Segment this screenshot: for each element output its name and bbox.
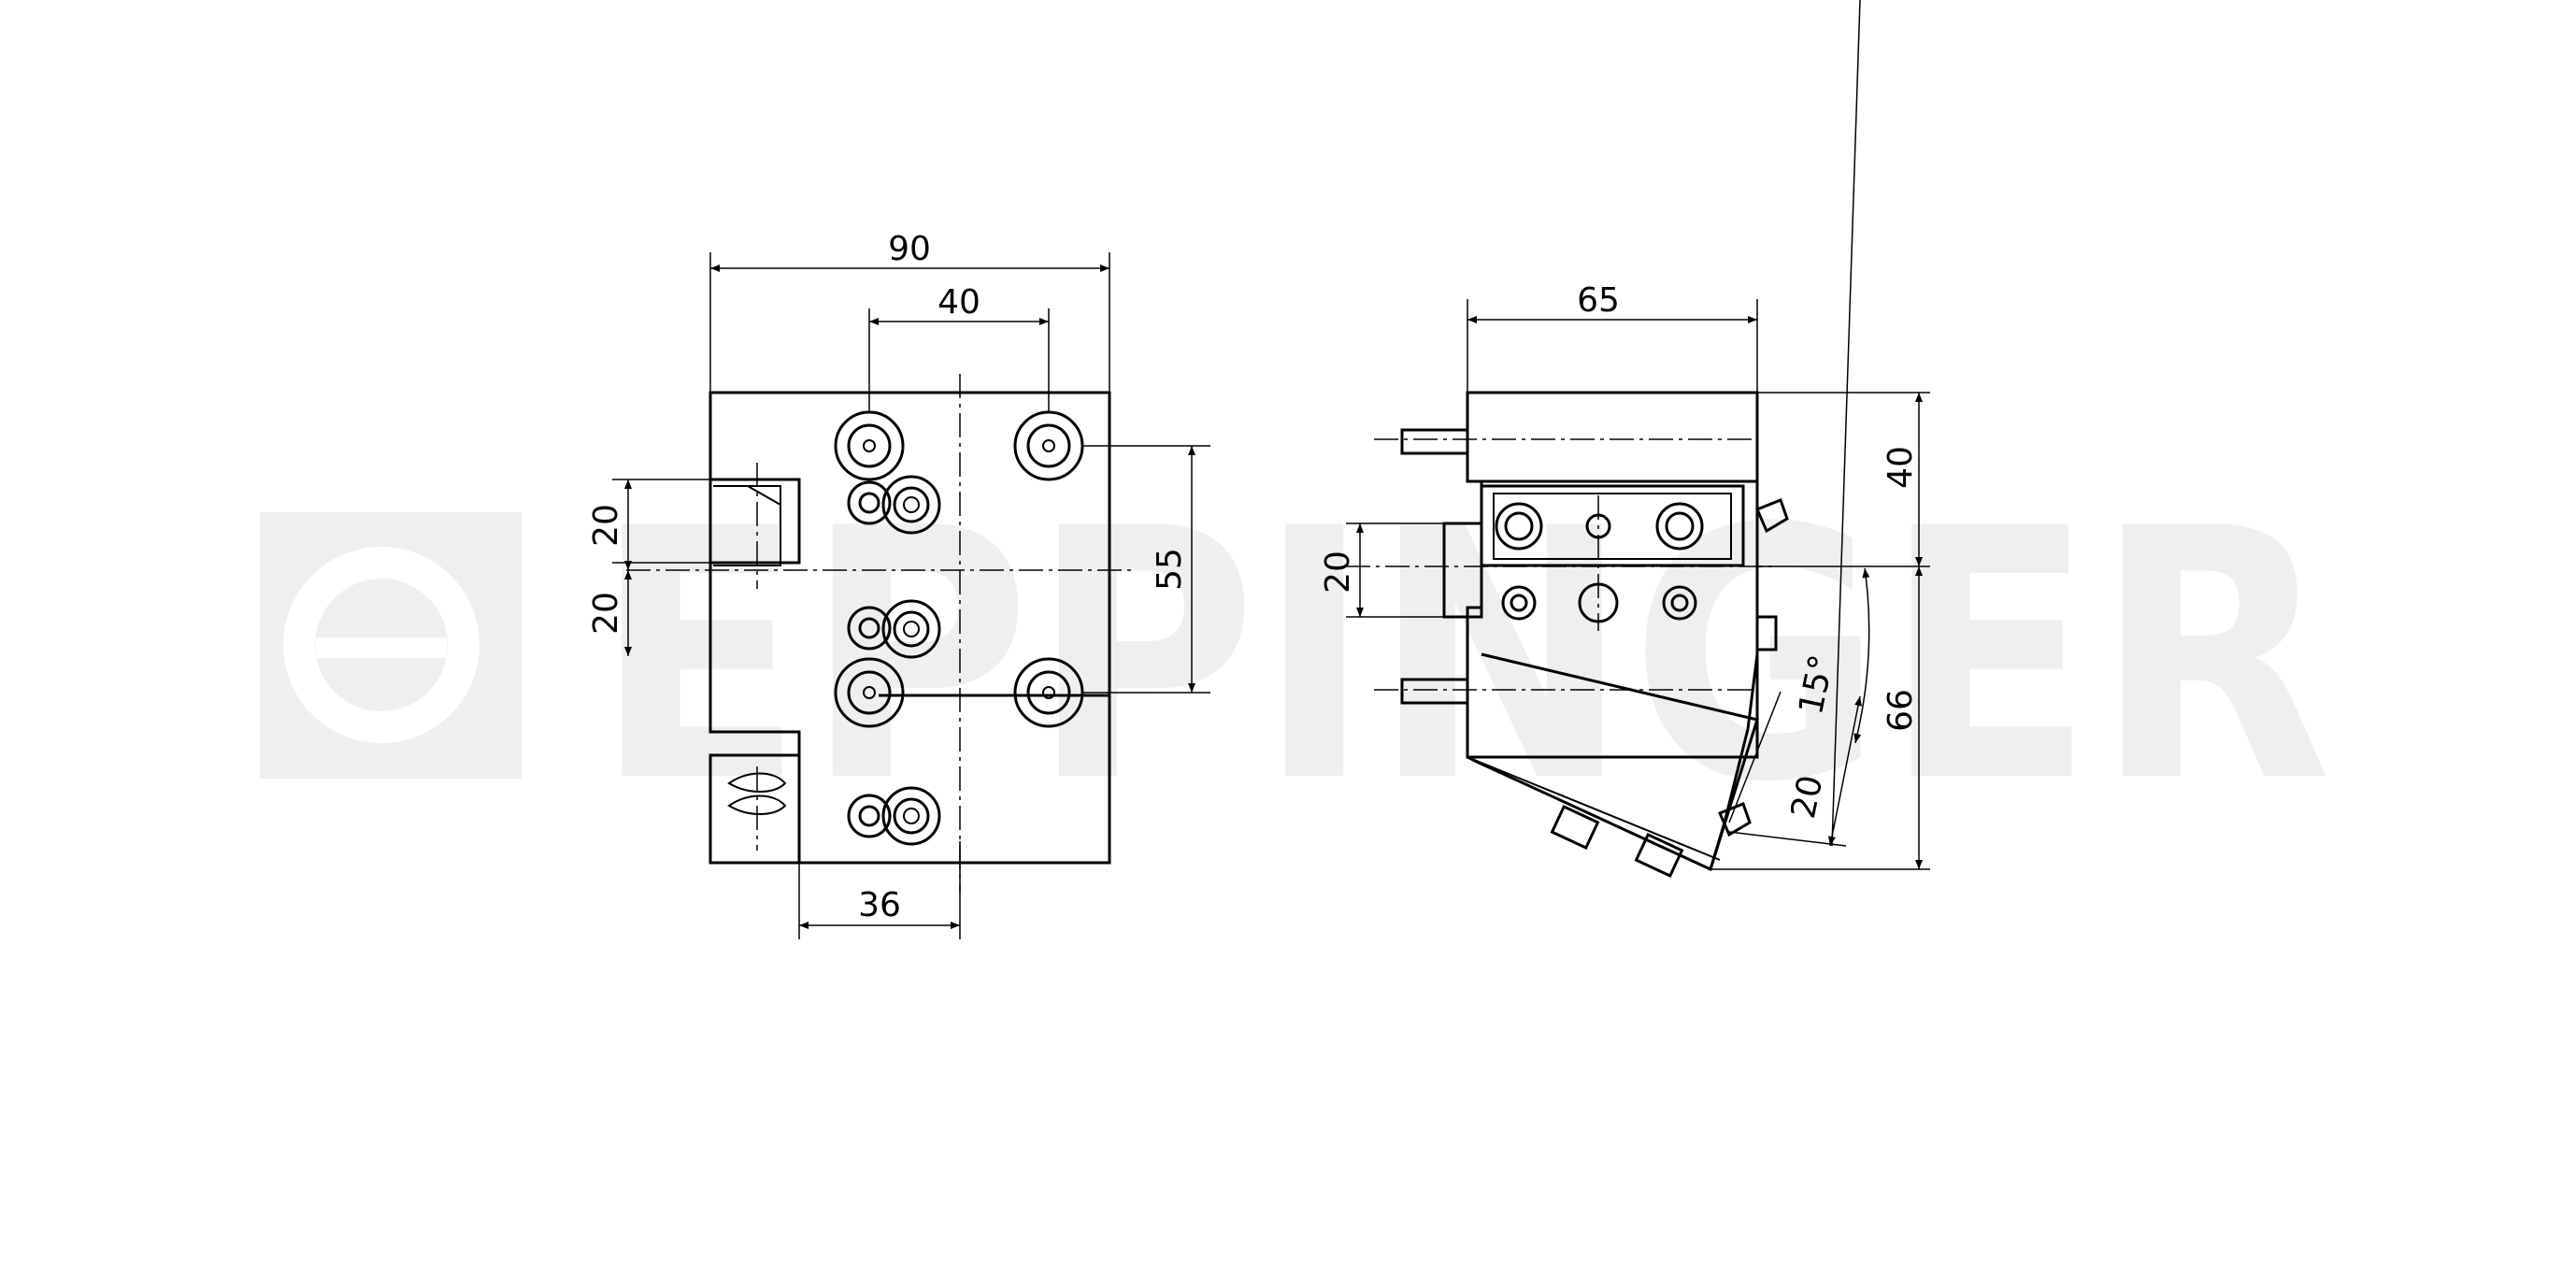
side-pin-top [1400, 428, 1469, 455]
dim-center-offset: 20 [1319, 551, 1357, 594]
front-small-screw [847, 606, 892, 651]
side-pin-bottom [1400, 678, 1469, 705]
front-adjust-screw [881, 475, 941, 535]
front-small-screw [847, 794, 892, 838]
dim-top-height: 40 [1882, 446, 1920, 489]
front-adjust-screw [881, 599, 941, 659]
side-lower-screw [1662, 585, 1697, 621]
side-screw-lower-left [1550, 804, 1600, 851]
side-lower-screw [1501, 585, 1537, 621]
dim-line-20-tool [1828, 695, 1862, 847]
side-view-dimensions: 65 40 66 20 15° 20 [1319, 281, 1920, 822]
dim-tool-offset: 20 [1784, 772, 1831, 822]
side-angled-head [1481, 652, 1759, 870]
dim-offset-bottom: 20 [587, 592, 625, 635]
front-bolt-bottom-left [834, 657, 905, 728]
dim-overall-width: 90 [888, 230, 931, 268]
side-pin-right [1755, 615, 1778, 651]
side-centerlines [1346, 438, 1776, 691]
side-view [1346, 0, 1930, 879]
dim-bottom-height: 66 [1882, 689, 1920, 732]
side-screw-lower-mid [1634, 832, 1684, 879]
front-view-dimensions: 90 40 55 20 20 36 [587, 230, 1189, 924]
dim-bottom-offset: 36 [858, 886, 901, 924]
front-view [612, 252, 1210, 939]
side-screw-right-top [1755, 498, 1789, 534]
dim-offset-top: 20 [587, 504, 625, 547]
front-adjust-screw [881, 786, 941, 846]
watermark: EPPINGER [260, 456, 2332, 858]
dim-side-width: 65 [1577, 281, 1620, 320]
side-plate-screw-right [1655, 502, 1704, 551]
front-slot-pocket [710, 478, 801, 565]
watermark-logo-icon [283, 547, 479, 743]
side-plate-screw-left [1495, 502, 1543, 551]
front-centerlines [626, 374, 1136, 893]
dim-height-spacing: 55 [1151, 548, 1189, 591]
side-key-stub [1442, 522, 1483, 619]
dim-bolt-spacing: 40 [937, 283, 980, 322]
front-small-screw [847, 480, 892, 525]
